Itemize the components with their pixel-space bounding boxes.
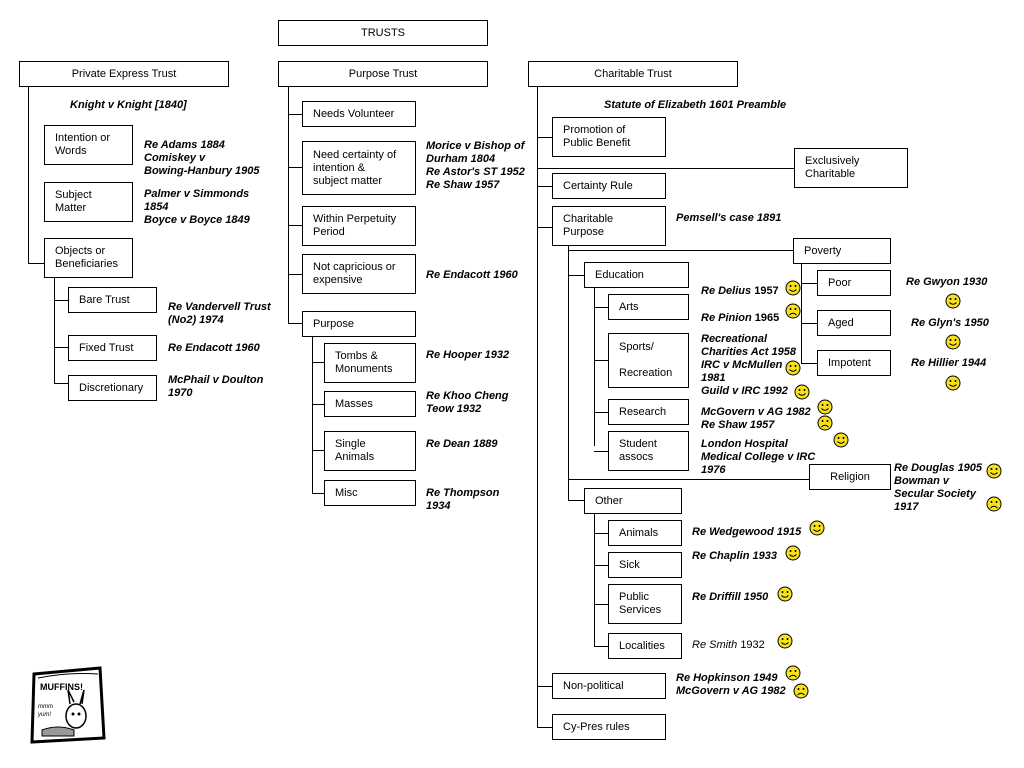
objects-box: Objects or Beneficiaries	[44, 238, 133, 278]
arts-case-2: Re Pinion 1965	[701, 312, 779, 325]
religion-box: Religion	[809, 464, 891, 490]
sick-cases: Re Chaplin 1933	[692, 550, 777, 562]
localities-box: Localities	[608, 633, 682, 659]
root-box: TRUSTS	[278, 20, 488, 46]
smiley-icon	[777, 586, 793, 602]
animals-cases: Re Wedgewood 1915	[692, 526, 802, 538]
public-services-box: Public Services	[608, 584, 682, 624]
sports-box: Sports/ Recreation	[608, 333, 689, 388]
certainty-rule-box: Certainty Rule	[552, 173, 666, 199]
misc-box: Misc	[324, 480, 416, 506]
svg-text:yum!: yum!	[37, 712, 51, 718]
arts-case-2-year: 1965	[754, 312, 780, 324]
smiley-icon	[817, 399, 833, 415]
frown-icon	[793, 683, 809, 699]
purpose-box: Purpose	[302, 311, 416, 337]
intention-cases: Re Adams 1884 Comiskey v Bowing-Hanbury …	[144, 139, 260, 177]
smiley-icon	[945, 334, 961, 350]
frown-icon	[785, 303, 801, 319]
bare-trust-box: Bare Trust	[68, 287, 157, 313]
impotent-box: Impotent	[817, 350, 891, 376]
cy-pres-box: Cy-Pres rules	[552, 714, 666, 740]
muffins-title: MUFFINS!	[40, 682, 83, 692]
arts-case-1-year: 1957	[754, 285, 779, 297]
sick-box: Sick	[608, 552, 682, 578]
charitable-trust-box: Charitable Trust	[528, 61, 738, 87]
smiley-icon	[785, 280, 801, 296]
tombs-cases: Re Hooper 1932	[426, 349, 510, 361]
smiley-icon	[794, 384, 810, 400]
discretionary-box: Discretionary	[68, 375, 157, 401]
charitable-purpose-box: Charitable Purpose	[552, 206, 666, 246]
single-animals-cases: Re Dean 1889	[426, 438, 498, 450]
certainty-box: Need certainty of intention & subject ma…	[302, 141, 416, 195]
discretionary-cases: McPhail v Doulton 1970	[168, 374, 264, 399]
religion-cases: Re Douglas 1905 Bowman v Secular Society…	[894, 462, 983, 513]
svg-text:mmm: mmm	[38, 704, 53, 710]
other-box: Other	[584, 488, 682, 514]
research-box: Research	[608, 399, 689, 425]
smiley-icon	[777, 633, 793, 649]
arts-case-1-name: Re Delius	[701, 285, 752, 297]
animals-box: Animals	[608, 520, 682, 546]
aged-box: Aged	[817, 310, 891, 336]
research-cases: McGovern v AG 1982 Re Shaw 1957	[701, 406, 811, 431]
subject-matter-box: Subject Matter	[44, 182, 133, 222]
localities-case-year: 1932	[740, 639, 765, 651]
certainty-cases: Morice v Bishop of Durham 1804 Re Astor'…	[426, 140, 525, 191]
smiley-icon	[945, 293, 961, 309]
poverty-box: Poverty	[793, 238, 891, 264]
sports-cases: Recreational Charities Act 1958 IRC v Mc…	[701, 333, 796, 397]
arts-case-2-name: Re Pinion	[701, 312, 752, 324]
education-box: Education	[584, 262, 689, 288]
masses-cases: Re Khoo Cheng Teow 1932	[426, 390, 509, 415]
subject-matter-cases: Palmer v Simmonds 1854 Boyce v Boyce 184…	[144, 188, 250, 226]
student-assocs-cases: London Hospital Medical College v IRC 19…	[701, 438, 816, 476]
purpose-trust-box: Purpose Trust	[278, 61, 488, 87]
masses-box: Masses	[324, 391, 416, 417]
muffins-cartoon-icon: MUFFINS! mmm yum!	[30, 666, 106, 744]
pemsell-case: Pemsell's case 1891	[676, 212, 782, 224]
non-political-cases: Re Hopkinson 1949 McGovern v AG 1982	[676, 672, 786, 697]
intention-box: Intention or Words	[44, 125, 133, 165]
localities-cases: Re Smith 1932	[692, 639, 765, 652]
fixed-trust-box: Fixed Trust	[68, 335, 157, 361]
public-services-cases: Re Driffill 1950	[692, 591, 769, 603]
smiley-icon	[785, 360, 801, 376]
perpetuity-box: Within Perpetuity Period	[302, 206, 416, 246]
smiley-icon	[986, 463, 1002, 479]
non-political-box: Non-political	[552, 673, 666, 699]
smiley-icon	[945, 375, 961, 391]
misc-cases: Re Thompson 1934	[426, 487, 500, 512]
poor-box: Poor	[817, 270, 891, 296]
smiley-icon	[785, 545, 801, 561]
promotion-box: Promotion of Public Benefit	[552, 117, 666, 157]
fixed-trust-cases: Re Endacott 1960	[168, 342, 260, 354]
student-assocs-box: Student assocs	[608, 431, 689, 471]
bare-trust-cases: Re Vandervell Trust (No2) 1974	[168, 301, 271, 326]
poor-cases: Re Gwyon 1930	[906, 276, 988, 288]
arts-case-1: Re Delius 1957	[701, 285, 779, 298]
arts-box: Arts	[608, 294, 689, 320]
impotent-cases: Re Hillier 1944	[911, 357, 987, 369]
tombs-box: Tombs & Monuments	[324, 343, 416, 383]
charitable-lead-case: Statute of Elizabeth 1601 Preamble	[604, 99, 787, 111]
capricious-box: Not capricious or expensive	[302, 254, 416, 294]
needs-volunteer-box: Needs Volunteer	[302, 101, 416, 127]
smiley-icon	[809, 520, 825, 536]
private-express-trust-box: Private Express Trust	[19, 61, 229, 87]
private-lead-case: Knight v Knight [1840]	[70, 99, 187, 111]
single-animals-box: Single Animals	[324, 431, 416, 471]
smiley-icon	[833, 432, 849, 448]
aged-cases: Re Glyn's 1950	[911, 317, 989, 329]
localities-case-name: Re Smith	[692, 639, 738, 651]
frown-icon	[817, 415, 833, 431]
exclusively-box: Exclusively Charitable	[794, 148, 908, 188]
frown-icon	[986, 496, 1002, 512]
capricious-cases: Re Endacott 1960	[426, 269, 518, 281]
frown-icon	[785, 665, 801, 681]
